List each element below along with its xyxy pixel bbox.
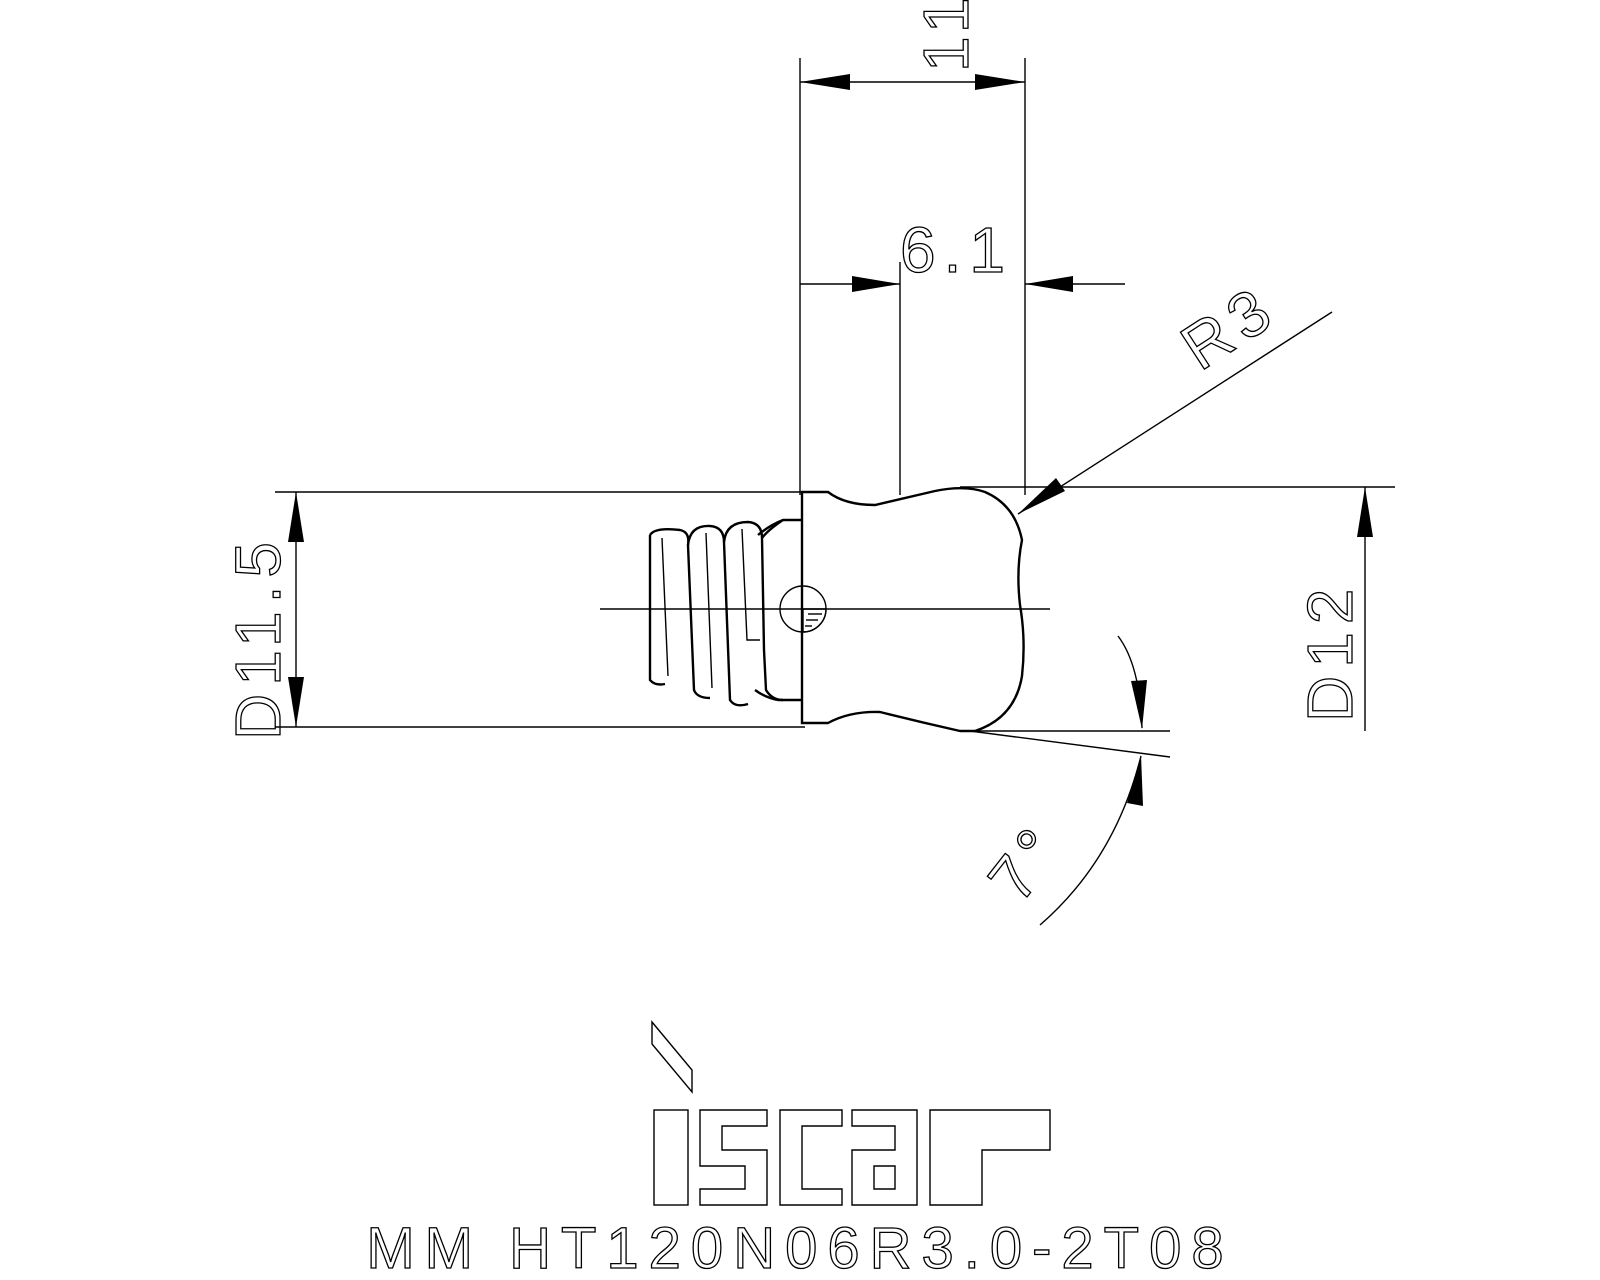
insert-head [800, 487, 1025, 733]
cutting-diameter-label: D12 [1294, 581, 1366, 722]
dimension-corner-radius: R3 [1017, 269, 1333, 515]
dimension-cutting-diameter: D12 [1293, 487, 1373, 731]
angle-label: 7° [974, 809, 1078, 914]
thread-diameter-label: D11.5 [222, 534, 294, 740]
milling-insert [600, 487, 1050, 733]
thread-section [648, 519, 784, 707]
iscar-logo: iscar [651, 1020, 1051, 1206]
dimension-angle: 7° [974, 635, 1147, 926]
extension-lines [275, 58, 1395, 758]
dimension-overall-length: 11.1 [800, 0, 1025, 90]
dimension-thread-diameter: D11.5 [221, 492, 304, 741]
part-number: MM HT120N06R3.0-2T08 [366, 1216, 1233, 1280]
overall-length-label: 11.1 [910, 0, 982, 72]
head-length-label: 6.1 [900, 214, 1013, 286]
center-mark [600, 585, 1050, 633]
corner-radius-label: R3 [1168, 270, 1289, 384]
dimension-head-length: 6.1 [800, 213, 1125, 292]
